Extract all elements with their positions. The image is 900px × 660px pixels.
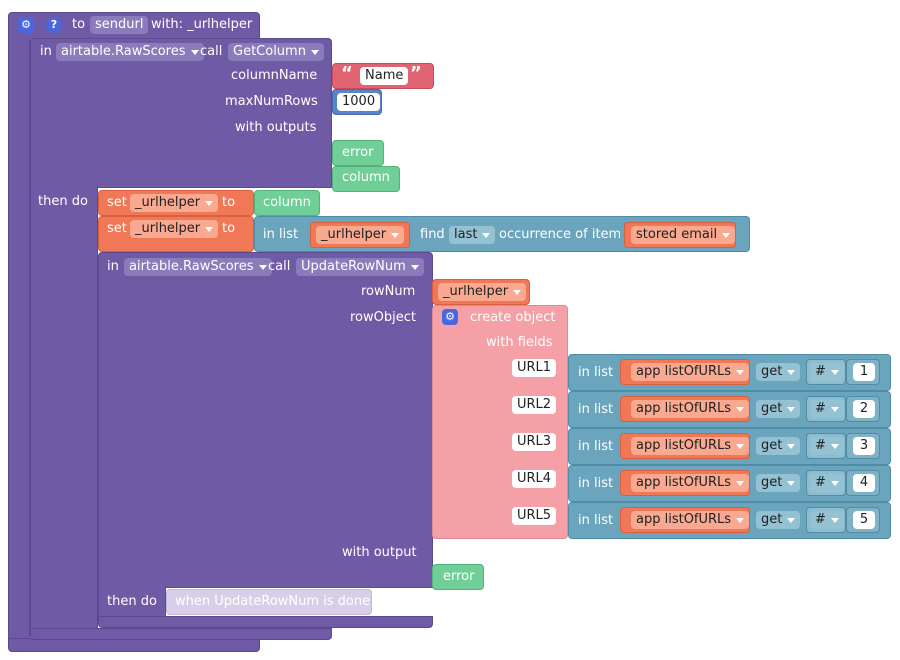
set1-set-label: set <box>107 195 127 210</box>
gear-icon[interactable]: ⚙ <box>442 309 458 325</box>
number-value-field[interactable]: 1000 <box>337 93 381 111</box>
list-var-dropdown[interactable]: app listOfURLs <box>631 511 750 529</box>
get-mode-dropdown[interactable]: get <box>756 511 801 529</box>
field-key-input[interactable]: URL4 <box>512 470 557 488</box>
item-var-dropdown[interactable]: stored email <box>631 226 736 244</box>
get-mode-dropdown[interactable]: get <box>756 474 801 492</box>
occurrence-label: occurrence of item <box>499 227 622 242</box>
field-key-input[interactable]: URL2 <box>512 396 557 414</box>
index-number-field[interactable]: 2 <box>853 400 875 418</box>
set2-set-label: set <box>107 221 127 236</box>
with-outputs-label: with outputs <box>235 120 317 135</box>
updaterownum-call-label: call <box>268 259 291 274</box>
index-number-field[interactable]: 4 <box>853 474 875 492</box>
rownum-var-dropdown[interactable]: _urlhelper <box>438 283 527 301</box>
find-mode-dropdown[interactable]: last <box>449 226 496 244</box>
procedure-footer <box>8 638 260 652</box>
index-number-field[interactable]: 3 <box>853 437 875 455</box>
columnname-param-label: columnName <box>231 68 318 83</box>
updaterownum-call-block[interactable] <box>98 252 433 588</box>
index-mode-dropdown[interactable]: # <box>810 511 844 529</box>
index-number-field[interactable]: 1 <box>853 363 875 381</box>
list-var-dropdown[interactable]: app listOfURLs <box>631 400 750 418</box>
rownum-param-label: rowNum <box>361 284 416 299</box>
column-output-block[interactable] <box>332 166 400 192</box>
index-mode-dropdown[interactable]: # <box>810 437 844 455</box>
with-output-label: with output <box>342 545 417 560</box>
getcolumn-footer <box>30 628 332 640</box>
close-quote-icon: ” <box>410 63 422 84</box>
callback-event-label: when UpdateRowNum is done <box>175 594 371 609</box>
procedure-params-label: with: _urlhelper <box>151 17 253 32</box>
set1-variable-dropdown[interactable]: _urlhelper <box>130 194 219 212</box>
get-mode-dropdown[interactable]: get <box>756 400 801 418</box>
find-label: find <box>420 227 445 242</box>
field-key-input[interactable]: URL1 <box>512 359 557 377</box>
set1-to-label: to <box>222 195 236 210</box>
updaterownum-error-output-block[interactable] <box>432 564 484 590</box>
updaterownum-component-dropdown[interactable]: airtable.RawScores <box>124 258 272 276</box>
updaterownum-in-label: in <box>107 259 119 274</box>
updaterownum-method-dropdown[interactable]: UpdateRowNum <box>296 258 424 276</box>
create-object-label: create object <box>470 310 556 325</box>
getcolumn-component-dropdown[interactable]: airtable.RawScores <box>56 43 204 61</box>
updaterownum-footer <box>98 616 433 628</box>
list-var-dropdown[interactable]: app listOfURLs <box>631 474 750 492</box>
maxnumrows-param-label: maxNumRows <box>225 94 318 109</box>
get-mode-dropdown[interactable]: get <box>756 363 801 381</box>
updaterownum-error-output-label: error <box>443 569 475 584</box>
procedure-body <box>8 40 30 642</box>
gear-icon[interactable]: ⚙ <box>18 17 34 33</box>
column-getter-block[interactable] <box>254 190 320 216</box>
list-get-in-list-label: in list <box>578 513 614 528</box>
field-key-input[interactable]: URL5 <box>512 507 557 525</box>
open-quote-icon: “ <box>341 63 353 84</box>
help-icon[interactable]: ? <box>46 17 62 33</box>
index-mode-dropdown[interactable]: # <box>810 474 844 492</box>
callback-event-block[interactable] <box>166 589 372 615</box>
getcolumn-then-do-arm <box>30 186 98 630</box>
with-fields-label: with fields <box>486 335 553 350</box>
list-var-dropdown[interactable]: app listOfURLs <box>631 363 750 381</box>
get-mode-dropdown[interactable]: get <box>756 437 801 455</box>
set2-to-label: to <box>222 221 236 236</box>
column-output-label: column <box>342 170 390 185</box>
getcolumn-in-label: in <box>40 44 52 59</box>
getcolumn-method-dropdown[interactable]: GetColumn <box>228 43 324 61</box>
procedure-name-field[interactable]: sendurl <box>90 16 149 34</box>
procedure-to-label: to <box>72 17 86 32</box>
index-number-field[interactable]: 5 <box>853 511 875 529</box>
list-get-in-list-label: in list <box>578 439 614 454</box>
list-get-in-list-label: in list <box>578 402 614 417</box>
field-key-input[interactable]: URL3 <box>512 433 557 451</box>
updaterownum-then-do-label: then do <box>107 594 157 609</box>
getcolumn-then-do-label: then do <box>38 194 88 209</box>
find-in-list-label: in list <box>263 227 299 242</box>
rowobject-param-label: rowObject <box>350 310 416 325</box>
text-value-field[interactable]: Name <box>360 67 409 85</box>
index-mode-dropdown[interactable]: # <box>810 400 844 418</box>
set2-variable-dropdown[interactable]: _urlhelper <box>130 220 219 238</box>
list-var-dropdown[interactable]: app listOfURLs <box>631 437 750 455</box>
error-output-label: error <box>342 145 374 160</box>
column-getter-label: column <box>263 195 311 210</box>
error-output-block[interactable] <box>332 140 384 166</box>
list-var-dropdown[interactable]: _urlhelper <box>316 226 405 244</box>
getcolumn-call-label: call <box>200 44 223 59</box>
list-get-in-list-label: in list <box>578 476 614 491</box>
getcolumn-call-block[interactable] <box>30 38 332 188</box>
list-get-in-list-label: in list <box>578 365 614 380</box>
index-mode-dropdown[interactable]: # <box>810 363 844 381</box>
create-object-block[interactable] <box>432 305 568 539</box>
